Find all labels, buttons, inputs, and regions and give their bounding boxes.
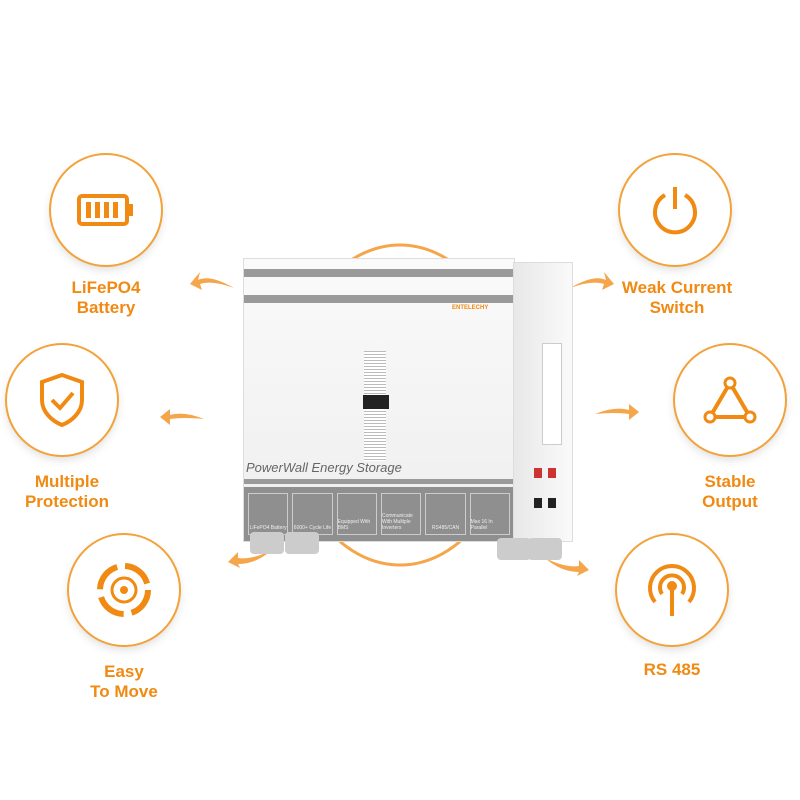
feature-label: LiFePO4 bbox=[71, 278, 141, 297]
feature-label: Stable bbox=[704, 472, 756, 491]
feature-label: Switch bbox=[649, 298, 705, 317]
spec-cell: RS485/CAN bbox=[425, 493, 466, 535]
wheel-icon bbox=[97, 563, 151, 617]
feature-label: Easy bbox=[104, 662, 144, 681]
caster-wheel bbox=[285, 532, 319, 554]
arrow-icon bbox=[160, 409, 204, 425]
feature-easy-to-move bbox=[69, 535, 179, 645]
spec-cell: Communicate With Multiple Inverters bbox=[380, 493, 422, 535]
feature-stable-output bbox=[675, 345, 785, 455]
arrow-icon bbox=[570, 272, 614, 290]
caster-wheel bbox=[250, 532, 284, 554]
feature-lifepo4-battery bbox=[51, 155, 161, 265]
triangle-nodes-icon bbox=[703, 376, 757, 424]
display bbox=[363, 395, 389, 409]
feature-label: Output bbox=[702, 492, 758, 511]
shield-check-icon bbox=[40, 372, 84, 428]
feature-label: Protection bbox=[24, 492, 110, 511]
spec-cell: 6000+ Cycle Life bbox=[292, 493, 333, 535]
feature-label: Battery bbox=[76, 298, 136, 317]
feature-weak-current-switch bbox=[620, 155, 730, 265]
arrow-icon bbox=[545, 558, 589, 576]
signal-icon bbox=[648, 564, 696, 616]
feature-label: Weak Current bbox=[621, 278, 733, 297]
spec-cell: Equipped With BMS bbox=[336, 493, 377, 535]
terminal-positive bbox=[534, 468, 542, 478]
arrow-icon bbox=[595, 404, 639, 420]
feature-rs485 bbox=[617, 535, 727, 645]
terminal-negative bbox=[548, 498, 556, 508]
arrow-icon bbox=[190, 272, 234, 290]
side-panel bbox=[513, 262, 573, 542]
spec-panel: LiFePO4 Battery 6000+ Cycle Life Equippe… bbox=[244, 487, 514, 541]
battery-icon bbox=[77, 194, 133, 226]
caster-wheel bbox=[497, 538, 531, 560]
brand-logo: ENTELECHY bbox=[452, 305, 489, 311]
terminal-cover bbox=[542, 343, 562, 445]
product-name: PowerWall Energy Storage bbox=[246, 460, 402, 475]
power-icon bbox=[653, 187, 697, 235]
arrow-icon bbox=[228, 550, 272, 568]
spec-cell: Max 16 In Parallel bbox=[469, 493, 510, 535]
feature-label: Multiple bbox=[34, 472, 100, 491]
feature-label: RS 485 bbox=[643, 660, 701, 679]
terminal-positive bbox=[548, 468, 556, 478]
battery-unit: ENTELECHY PowerWall Energy Storage LiFeP… bbox=[243, 258, 515, 542]
feature-multiple-protection bbox=[7, 345, 117, 455]
caster-wheel bbox=[528, 538, 562, 560]
feature-label: To Move bbox=[90, 682, 158, 701]
terminal-negative bbox=[534, 498, 542, 508]
spec-cell: LiFePO4 Battery bbox=[248, 493, 289, 535]
